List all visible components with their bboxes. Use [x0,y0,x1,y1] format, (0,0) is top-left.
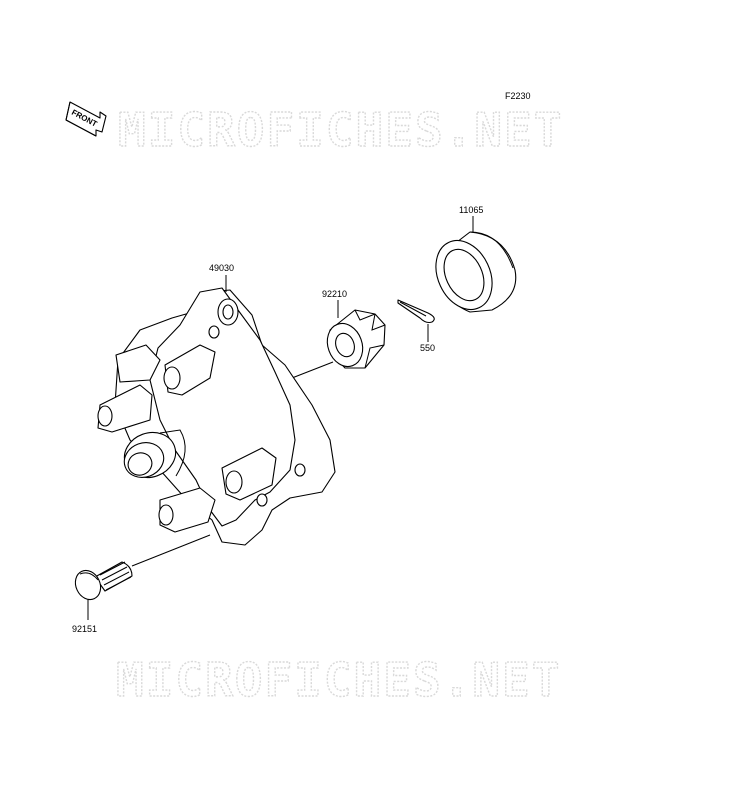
front-arrow-icon: FRONT [65,101,107,137]
axis-line-nut [291,361,334,379]
axis-line-bolt [131,534,211,567]
watermark-bottom: MICROFICHES.NET [116,653,561,707]
watermark-top: MICROFICHES.NET [118,103,563,157]
part-92210-castle-nut [326,309,386,369]
part-label-550: 550 [420,343,435,353]
part-11065-ring [435,231,517,313]
part-label-11065: 11065 [459,205,483,215]
part-49030-hub [97,287,336,546]
part-label-92210: 92210 [322,289,347,299]
figure-code: F2230 [505,91,531,101]
part-label-92151: 92151 [72,624,97,634]
part-label-49030: 49030 [209,263,234,273]
part-92151-bolt [74,561,133,601]
part-550-cotter-pin [397,299,435,324]
